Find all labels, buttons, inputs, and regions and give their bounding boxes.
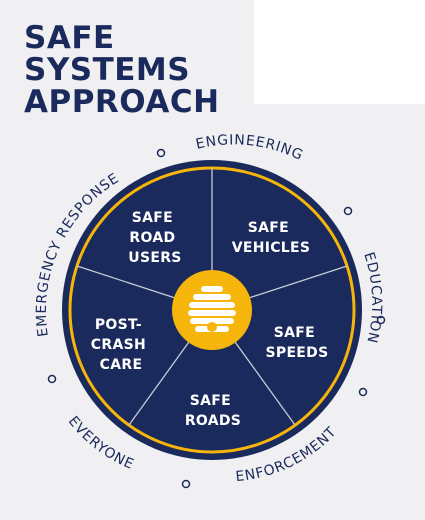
dot-5 xyxy=(181,479,191,489)
dot-2 xyxy=(343,206,353,216)
segment-safe-roads: SAFE ROADS xyxy=(185,393,241,429)
dot-1 xyxy=(156,148,166,158)
page-title: SAFE SYSTEMS APPROACH xyxy=(24,22,220,118)
title-line-3: APPROACH xyxy=(24,84,220,120)
title-line-1: SAFE xyxy=(24,20,115,56)
title-line-2: SYSTEMS xyxy=(24,52,191,88)
label-engineering: ENGINEERING xyxy=(194,132,305,164)
dot-4 xyxy=(358,387,368,397)
segment-safe-vehicles: SAFE VEHICLES xyxy=(232,220,311,256)
dot-3 xyxy=(376,315,386,325)
beehive-icon xyxy=(188,286,236,332)
segment-safe-speeds: SAFE SPEEDS xyxy=(266,325,329,361)
segment-post-crash-care: POST- CRASH CARE xyxy=(91,317,151,373)
white-corner-block xyxy=(254,0,425,104)
dot-6 xyxy=(47,374,57,384)
separator-dots xyxy=(47,148,386,489)
label-education: EDUCATION xyxy=(360,250,384,345)
segment-safe-road-users: SAFE ROAD USERS xyxy=(128,210,181,266)
